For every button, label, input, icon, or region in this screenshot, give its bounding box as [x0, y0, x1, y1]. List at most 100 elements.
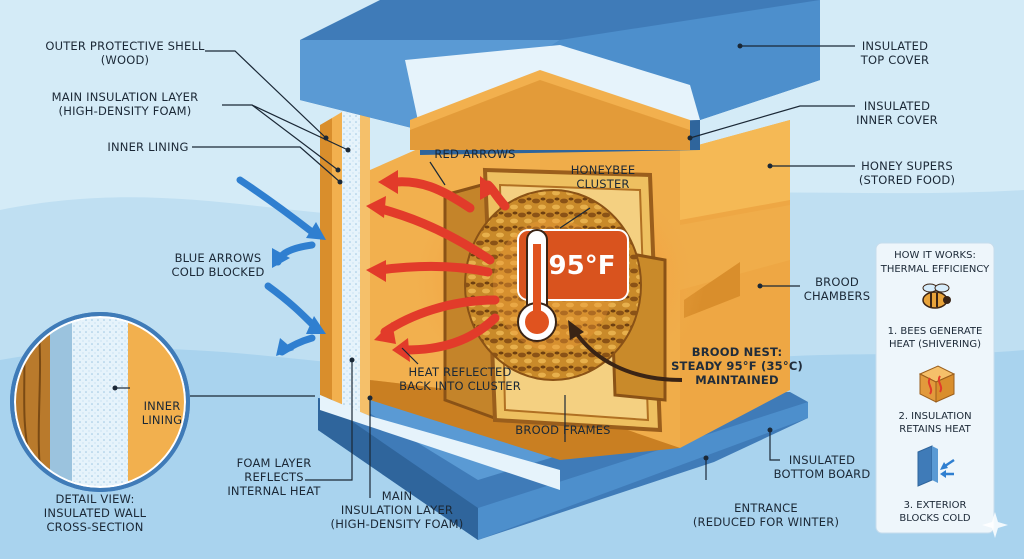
temperature-reading: 95°F: [549, 251, 616, 281]
label-red-arrows: RED ARROWS: [434, 147, 515, 161]
label-main-insulation-top-1: MAIN INSULATION LAYER: [52, 90, 199, 104]
svg-text:BROOD: BROOD: [815, 275, 859, 289]
label-foam-layer-1: FOAM LAYER: [237, 456, 312, 470]
svg-text:2. INSULATION: 2. INSULATION: [898, 411, 971, 422]
heat-arrow-4: [380, 295, 500, 337]
label-main-insulation-bottom-1: MAIN: [382, 489, 413, 503]
svg-text:(STORED FOOD): (STORED FOOD): [859, 173, 955, 187]
svg-text:CROSS-SECTION: CROSS-SECTION: [46, 520, 143, 534]
svg-text:HONEYBEE: HONEYBEE: [571, 163, 636, 177]
legend-step-1-line-2: HEAT (SHIVERING): [889, 339, 981, 350]
label-detail-view-3: CROSS-SECTION: [46, 520, 143, 534]
svg-text:CLUSTER: CLUSTER: [576, 177, 629, 191]
top-cover: [300, 0, 820, 155]
svg-text:INNER COVER: INNER COVER: [856, 113, 938, 127]
legend-step-3-line-1: 3. EXTERIOR: [904, 500, 967, 511]
label-brood-chambers-2: CHAMBERS: [804, 289, 871, 303]
svg-text:INSULATED: INSULATED: [864, 99, 930, 113]
svg-text:CHAMBERS: CHAMBERS: [804, 289, 871, 303]
svg-text:STEADY 95°F (35°C): STEADY 95°F (35°C): [671, 359, 803, 373]
svg-text:HOW IT WORKS:: HOW IT WORKS:: [894, 250, 976, 261]
svg-text:INNER: INNER: [144, 399, 181, 413]
label-brood-nest-1: BROOD NEST:: [692, 345, 783, 359]
label-honey-supers-1: HONEY SUPERS: [861, 159, 953, 173]
svg-text:(HIGH-DENSITY FOAM): (HIGH-DENSITY FOAM): [331, 517, 464, 531]
svg-text:INTERNAL HEAT: INTERNAL HEAT: [227, 484, 321, 498]
svg-text:BLUE ARROWS: BLUE ARROWS: [175, 251, 262, 265]
label-top-cover-2: TOP COVER: [860, 53, 929, 67]
heat-arrowheads: [366, 170, 498, 362]
label-detail-view-1: DETAIL VIEW:: [55, 492, 134, 506]
detail-cross-section: [10, 312, 190, 492]
svg-text:ENTRANCE: ENTRANCE: [734, 501, 798, 515]
svg-text:(WOOD): (WOOD): [101, 53, 150, 67]
thermometer: [517, 229, 629, 342]
label-detail-inner-lining-2: LINING: [142, 413, 183, 427]
label-entrance-1: ENTRANCE: [734, 501, 798, 515]
legend-panel: HOW IT WORKS: THERMAL EFFICIENCY 1. BEES…: [875, 242, 995, 534]
svg-text:RED ARROWS: RED ARROWS: [434, 147, 515, 161]
svg-text:BROOD NEST:: BROOD NEST:: [692, 345, 783, 359]
label-heat-reflected-2: BACK INTO CLUSTER: [399, 379, 521, 393]
svg-text:HEAT REFLECTED: HEAT REFLECTED: [408, 365, 511, 379]
svg-text:BROOD FRAMES: BROOD FRAMES: [515, 423, 610, 437]
label-inner-cover-1: INSULATED: [864, 99, 930, 113]
legend-step-2-line-1: 2. INSULATION: [898, 411, 971, 422]
svg-text:INSULATED WALL: INSULATED WALL: [44, 506, 147, 520]
label-bottom-board-2: BOTTOM BOARD: [774, 467, 871, 481]
label-honeybee-cluster-1: HONEYBEE: [571, 163, 636, 177]
svg-text:COLD BLOCKED: COLD BLOCKED: [171, 265, 264, 279]
svg-text:DETAIL VIEW:: DETAIL VIEW:: [55, 492, 134, 506]
svg-text:OUTER PROTECTIVE SHELL: OUTER PROTECTIVE SHELL: [45, 39, 205, 53]
label-honey-supers-2: (STORED FOOD): [859, 173, 955, 187]
svg-text:BACK INTO CLUSTER: BACK INTO CLUSTER: [399, 379, 521, 393]
svg-text:INSULATED: INSULATED: [789, 453, 855, 467]
label-foam-layer-2: REFLECTS: [244, 470, 304, 484]
label-entrance-2: (REDUCED FOR WINTER): [693, 515, 839, 529]
svg-text:(REDUCED FOR WINTER): (REDUCED FOR WINTER): [693, 515, 839, 529]
label-heat-reflected-1: HEAT REFLECTED: [408, 365, 511, 379]
cold-arrow-1: [236, 176, 316, 236]
svg-text:REFLECTS: REFLECTS: [244, 470, 304, 484]
svg-text:MAINTAINED: MAINTAINED: [695, 373, 778, 387]
legend-title-line-1: HOW IT WORKS:: [894, 250, 976, 261]
label-main-insulation-bottom-2: INSULATION LAYER: [341, 503, 453, 517]
label-detail-view-2: INSULATED WALL: [44, 506, 147, 520]
svg-text:MAIN INSULATION LAYER: MAIN INSULATION LAYER: [52, 90, 199, 104]
label-main-insulation-bottom-3: (HIGH-DENSITY FOAM): [331, 517, 464, 531]
svg-text:THERMAL EFFICIENCY: THERMAL EFFICIENCY: [880, 264, 990, 275]
bee-icon: [922, 283, 951, 309]
svg-text:1. BEES GENERATE: 1. BEES GENERATE: [888, 326, 983, 337]
label-inner-lining: INNER LINING: [107, 140, 188, 154]
leader-dots: [112, 43, 773, 461]
label-outer-shell-1: OUTER PROTECTIVE SHELL: [45, 39, 205, 53]
heat-arrow-3: [375, 262, 493, 277]
svg-text:MAIN: MAIN: [382, 489, 413, 503]
label-brood-frames: BROOD FRAMES: [515, 423, 610, 437]
sparkle-icon: [982, 512, 1008, 538]
legend-step-3-line-2: BLOCKS COLD: [899, 513, 970, 524]
legend-step-2-line-2: RETAINS HEAT: [899, 424, 971, 435]
label-detail-inner-lining-1: INNER: [144, 399, 181, 413]
label-outer-shell-2: (WOOD): [101, 53, 150, 67]
svg-text:LINING: LINING: [142, 413, 183, 427]
svg-text:(HIGH-DENSITY FOAM): (HIGH-DENSITY FOAM): [59, 104, 192, 118]
label-main-insulation-top-2: (HIGH-DENSITY FOAM): [59, 104, 192, 118]
label-brood-nest-2: STEADY 95°F (35°C): [671, 359, 803, 373]
label-blue-arrows-2: COLD BLOCKED: [171, 265, 264, 279]
insulation-box-icon: [918, 365, 956, 403]
label-bottom-board-1: INSULATED: [789, 453, 855, 467]
svg-text:3. EXTERIOR: 3. EXTERIOR: [904, 500, 967, 511]
svg-text:FOAM LAYER: FOAM LAYER: [237, 456, 312, 470]
label-brood-chambers-1: BROOD: [815, 275, 859, 289]
label-top-cover-1: INSULATED: [862, 39, 928, 53]
svg-text:INSULATION LAYER: INSULATION LAYER: [341, 503, 453, 517]
svg-text:HEAT (SHIVERING): HEAT (SHIVERING): [889, 339, 981, 350]
legend-step-1-line-1: 1. BEES GENERATE: [888, 326, 983, 337]
svg-text:HONEY SUPERS: HONEY SUPERS: [861, 159, 953, 173]
cold-arrowheads: [272, 222, 326, 356]
heat-arrow-5: [400, 313, 500, 355]
label-inner-cover-2: INNER COVER: [856, 113, 938, 127]
